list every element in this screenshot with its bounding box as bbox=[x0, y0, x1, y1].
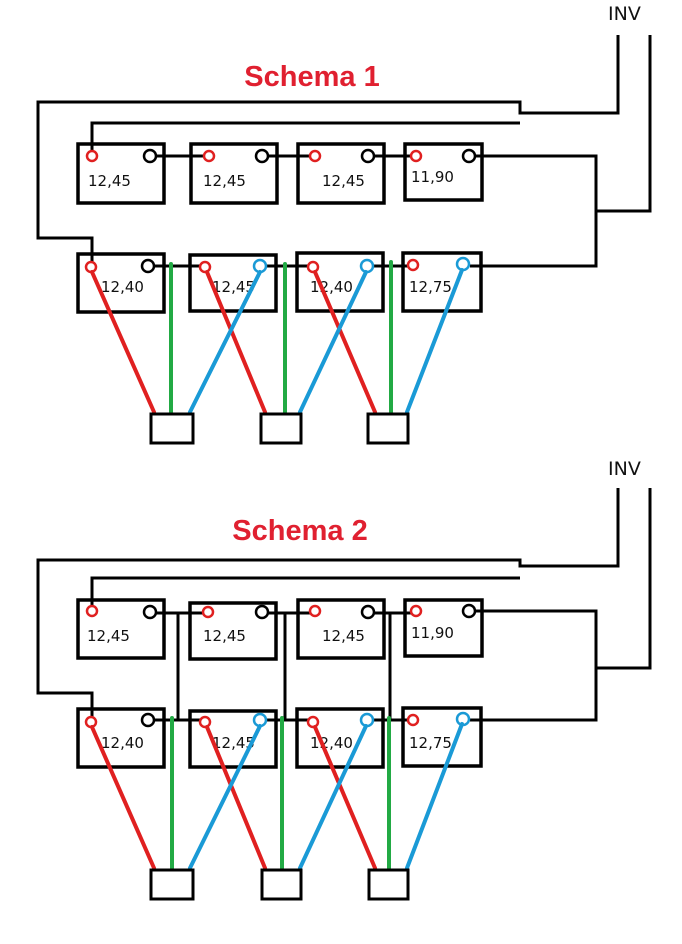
positive-terminal-icon bbox=[306, 715, 320, 729]
battery-box bbox=[76, 142, 166, 205]
battery-box bbox=[295, 251, 385, 313]
balancer-module bbox=[149, 868, 195, 901]
balancer-module bbox=[366, 412, 410, 445]
positive-terminal-icon bbox=[198, 260, 212, 274]
battery-box bbox=[188, 709, 278, 769]
battery-box bbox=[401, 251, 483, 313]
positive-terminal-icon bbox=[306, 260, 320, 274]
battery-voltage: 12,40 bbox=[310, 278, 353, 296]
balancer-module bbox=[260, 868, 303, 901]
schema-2-balancer-leads bbox=[90, 716, 464, 870]
battery-voltage: 12,45 bbox=[322, 627, 365, 645]
schema-1-title: Schema 1 bbox=[244, 61, 379, 93]
battery-box bbox=[401, 706, 483, 768]
battery-box bbox=[188, 601, 278, 661]
negative-terminal-icon bbox=[455, 256, 471, 272]
negative-terminal-icon bbox=[140, 258, 156, 274]
schema-2-balancer-modules bbox=[149, 868, 410, 901]
battery-box bbox=[403, 142, 484, 202]
battery-box bbox=[189, 142, 279, 205]
negative-terminal-icon bbox=[360, 148, 376, 164]
positive-terminal-icon bbox=[409, 604, 423, 618]
battery-voltage: 11,90 bbox=[411, 624, 454, 642]
battery-voltage: 12,40 bbox=[310, 734, 353, 752]
negative-terminal-icon bbox=[461, 148, 477, 164]
balancer-module bbox=[367, 868, 410, 901]
schema-1-balancer-modules bbox=[149, 412, 410, 445]
positive-terminal-icon bbox=[85, 604, 99, 618]
positive-terminal-icon bbox=[406, 258, 420, 272]
positive-terminal-icon bbox=[85, 149, 99, 163]
negative-terminal-icon bbox=[142, 604, 158, 620]
schema-2-inverter-label: INV bbox=[608, 458, 641, 480]
schema-1: Schema 1 INV bbox=[36, 3, 652, 445]
battery-voltage: 12,40 bbox=[101, 734, 144, 752]
positive-terminal-icon bbox=[406, 713, 420, 727]
schema-1-balancer-leads bbox=[90, 260, 464, 414]
negative-terminal-icon bbox=[359, 258, 375, 274]
schema-2: Schema 2 INV bbox=[36, 458, 652, 901]
battery-voltage: 12,45 bbox=[88, 172, 131, 190]
negative-terminal-icon bbox=[140, 712, 156, 728]
negative-terminal-icon bbox=[142, 148, 158, 164]
balancer-module bbox=[149, 412, 195, 445]
schema-2-title: Schema 2 bbox=[232, 515, 367, 547]
battery-voltage: 11,90 bbox=[411, 168, 454, 186]
battery-box bbox=[403, 598, 484, 658]
battery-box bbox=[76, 707, 166, 769]
schema-1-inverter-label: INV bbox=[608, 3, 641, 25]
battery-box bbox=[76, 252, 166, 314]
battery-voltage: 12,45 bbox=[322, 172, 365, 190]
battery-box bbox=[295, 707, 385, 769]
schema-1-bottom-batteries: 12,40 12,45 12,40 12,75 bbox=[76, 251, 483, 314]
battery-box bbox=[296, 142, 386, 205]
positive-terminal-icon bbox=[201, 605, 215, 619]
battery-box bbox=[296, 598, 386, 660]
battery-voltage: 12,75 bbox=[409, 278, 452, 296]
battery-voltage: 12,45 bbox=[203, 627, 246, 645]
battery-box bbox=[76, 598, 166, 660]
negative-terminal-icon bbox=[254, 148, 270, 164]
battery-voltage: 12,40 bbox=[101, 278, 144, 296]
battery-voltage: 12,45 bbox=[212, 278, 255, 296]
positive-terminal-icon bbox=[308, 149, 322, 163]
battery-voltage: 12,45 bbox=[87, 627, 130, 645]
negative-terminal-icon bbox=[359, 712, 375, 728]
balancer-module bbox=[259, 412, 303, 445]
schema-2-top-batteries: 12,45 12,45 12,45 11,90 bbox=[76, 598, 484, 661]
negative-terminal-icon bbox=[254, 604, 270, 620]
positive-terminal-icon bbox=[409, 149, 423, 163]
negative-terminal-icon bbox=[461, 603, 477, 619]
battery-box bbox=[188, 253, 278, 313]
positive-terminal-icon bbox=[202, 149, 216, 163]
battery-voltage: 12,45 bbox=[203, 172, 246, 190]
positive-terminal-icon bbox=[308, 604, 322, 618]
schema-1-top-batteries: 12,45 12,45 12,45 11,90 bbox=[76, 142, 484, 205]
negative-terminal-icon bbox=[360, 604, 376, 620]
battery-voltage: 12,45 bbox=[212, 734, 255, 752]
schema-2-bottom-batteries: 12,40 12,45 12,40 12,75 bbox=[76, 706, 483, 769]
battery-voltage: 12,75 bbox=[409, 734, 452, 752]
positive-terminal-icon bbox=[198, 715, 212, 729]
